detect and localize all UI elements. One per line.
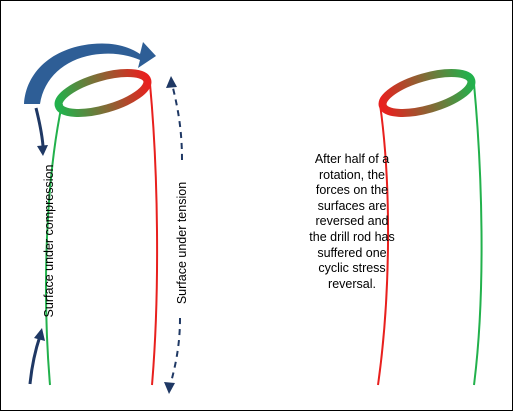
left-drill-rod — [45, 69, 159, 386]
compression-surface-label: Surface under compression — [42, 164, 56, 318]
tension-arrow-top — [171, 83, 183, 161]
left-rod-top-ring — [54, 69, 152, 117]
left-rod-compression-edge — [45, 103, 63, 386]
note-line: rotation, the — [318, 167, 385, 182]
note-line: surfaces are — [317, 198, 387, 213]
right-rod-top-ring — [378, 69, 476, 117]
note-line: forces on the — [315, 183, 389, 198]
right-rod-compression-edge — [473, 83, 483, 386]
tension-surface-label: Surface under tension — [175, 181, 189, 305]
rotation-arrow — [24, 42, 156, 104]
compression-arrow-top — [34, 107, 45, 147]
note-line: reversal. — [328, 276, 376, 291]
left-rod-tension-edge — [149, 83, 159, 386]
note-line: the drill rod has — [309, 229, 395, 244]
right-rod-tension-edge — [377, 103, 390, 386]
note-line: After half of a — [314, 152, 390, 166]
note-line: suffered one — [317, 245, 387, 260]
explanation-note: After half of a rotation, the forces on … — [286, 152, 418, 292]
compression-arrow-bottom — [28, 335, 42, 385]
note-line: cyclic stress — [318, 261, 386, 276]
note-line: reversed and — [315, 214, 389, 229]
tension-arrow-bottom — [169, 317, 181, 387]
right-drill-rod — [377, 69, 483, 386]
tension-arrows — [164, 76, 183, 394]
compression-arrows — [28, 107, 48, 385]
